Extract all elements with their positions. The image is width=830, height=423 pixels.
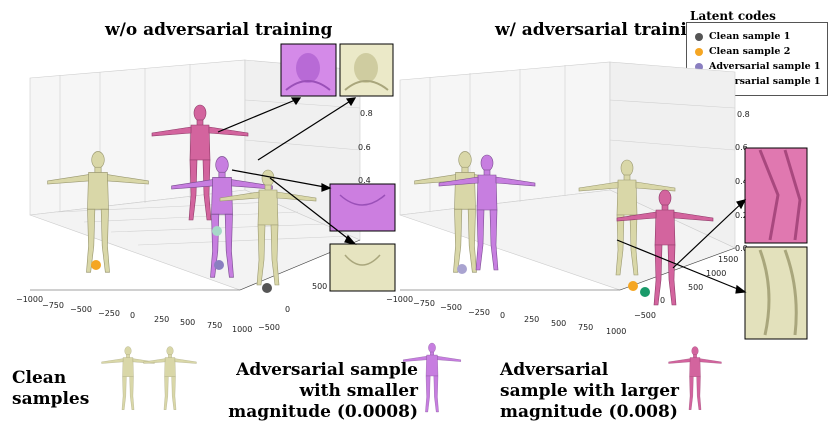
legend-dot — [695, 32, 703, 41]
x-tick-label: 750 — [578, 323, 593, 332]
right-latent-adv-2 — [640, 287, 650, 297]
x-tick-label: 750 — [207, 321, 222, 330]
z-tick-label: 0.8 — [360, 109, 373, 118]
caption-adv-large: Adversarial sample with larger magnitude… — [500, 360, 679, 422]
left-x-tick-labels: −1000 −750 −500 −250 0 250 500 750 1000 — [16, 295, 252, 334]
x-tick-label: 1000 — [232, 325, 252, 334]
right-plot-title: w/ adversarial training — [495, 20, 712, 40]
z-tick-label: 0.2 — [735, 211, 748, 220]
x-tick-label: 1000 — [606, 327, 626, 336]
legend-title: Latent codes — [690, 9, 776, 23]
x-tick-label: 500 — [551, 319, 566, 328]
x-tick-label: 0 — [500, 311, 505, 320]
legend-dot — [695, 62, 703, 71]
caption-adv-small: Adversarial sample with smaller magnitud… — [228, 360, 418, 422]
right-latent-clean-2 — [628, 281, 638, 291]
z-tick-label: 0.4 — [735, 177, 748, 186]
y-tick-label: −500 — [634, 311, 656, 320]
x-tick-label: −1000 — [386, 295, 413, 304]
legend-dot — [695, 47, 703, 56]
zoom-inset-leg-adv — [744, 147, 808, 244]
y-tick-label: 500 — [312, 282, 327, 291]
x-tick-label: −500 — [440, 303, 462, 312]
x-tick-label: 250 — [524, 315, 539, 324]
x-tick-label: −750 — [42, 301, 64, 310]
right-x-tick-labels: −1000 −750 −500 −250 0 250 500 750 1000 — [386, 295, 626, 336]
legend-label: Clean sample 1 — [709, 31, 791, 42]
x-tick-label: −1000 — [16, 295, 43, 304]
zoom-arrows — [217, 97, 747, 294]
z-tick-label: 0.6 — [358, 143, 371, 152]
zoom-inset-head-clean — [339, 43, 394, 97]
left-latent-clean-2 — [91, 260, 101, 270]
right-y-tick-labels: −500 0 500 1000 1500 — [634, 255, 738, 320]
z-tick-label: 0.0 — [735, 244, 748, 253]
zoom-inset-head-adv — [280, 43, 337, 97]
y-tick-label: 1000 — [706, 269, 726, 278]
y-tick-label: −500 — [258, 323, 280, 332]
left-z-tick-labels: 0.4 0.6 0.8 — [358, 109, 373, 185]
x-tick-label: 0 — [130, 311, 135, 320]
x-tick-label: −250 — [468, 308, 490, 317]
thumb-clean-2 — [143, 346, 197, 411]
legend-item-adv-1: Adversarial sample 1 — [695, 61, 821, 72]
legend-label: Clean sample 2 — [709, 46, 791, 57]
x-tick-label: 500 — [180, 318, 195, 327]
left-y-tick-labels: −500 0 500 — [258, 282, 327, 332]
y-tick-label: 0 — [285, 305, 290, 314]
left-latent-adv-1 — [214, 260, 224, 270]
zoom-inset-leg-clean — [744, 246, 808, 340]
right-latent-adv-1 — [457, 264, 467, 274]
legend-item-clean-2: Clean sample 2 — [695, 46, 790, 57]
right-z-tick-labels: 0.0 0.2 0.4 0.6 0.8 — [735, 110, 750, 253]
caption-clean-samples: Clean samples — [12, 368, 90, 409]
z-tick-label: 0.8 — [737, 110, 750, 119]
zoom-inset-crotch-clean — [329, 243, 396, 292]
y-tick-label: 0 — [660, 296, 665, 305]
x-tick-label: −250 — [98, 309, 120, 318]
legend-label: Adversarial sample 1 — [709, 76, 821, 87]
left-plot-title: w/o adversarial training — [105, 20, 333, 40]
z-tick-label: 0.4 — [358, 176, 371, 185]
z-tick-label: 0.6 — [735, 143, 748, 152]
y-tick-label: 500 — [688, 283, 703, 292]
x-tick-label: −750 — [413, 299, 435, 308]
x-tick-label: 250 — [154, 315, 169, 324]
x-tick-label: −500 — [70, 305, 92, 314]
y-tick-label: 1500 — [718, 255, 738, 264]
legend-item-clean-1: Clean sample 1 — [695, 31, 790, 42]
legend-label: Adversarial sample 1 — [709, 61, 821, 72]
left-latent-adv-2 — [212, 226, 222, 236]
left-latent-clean-1 — [262, 283, 272, 293]
zoom-inset-crotch-adv — [329, 183, 396, 232]
